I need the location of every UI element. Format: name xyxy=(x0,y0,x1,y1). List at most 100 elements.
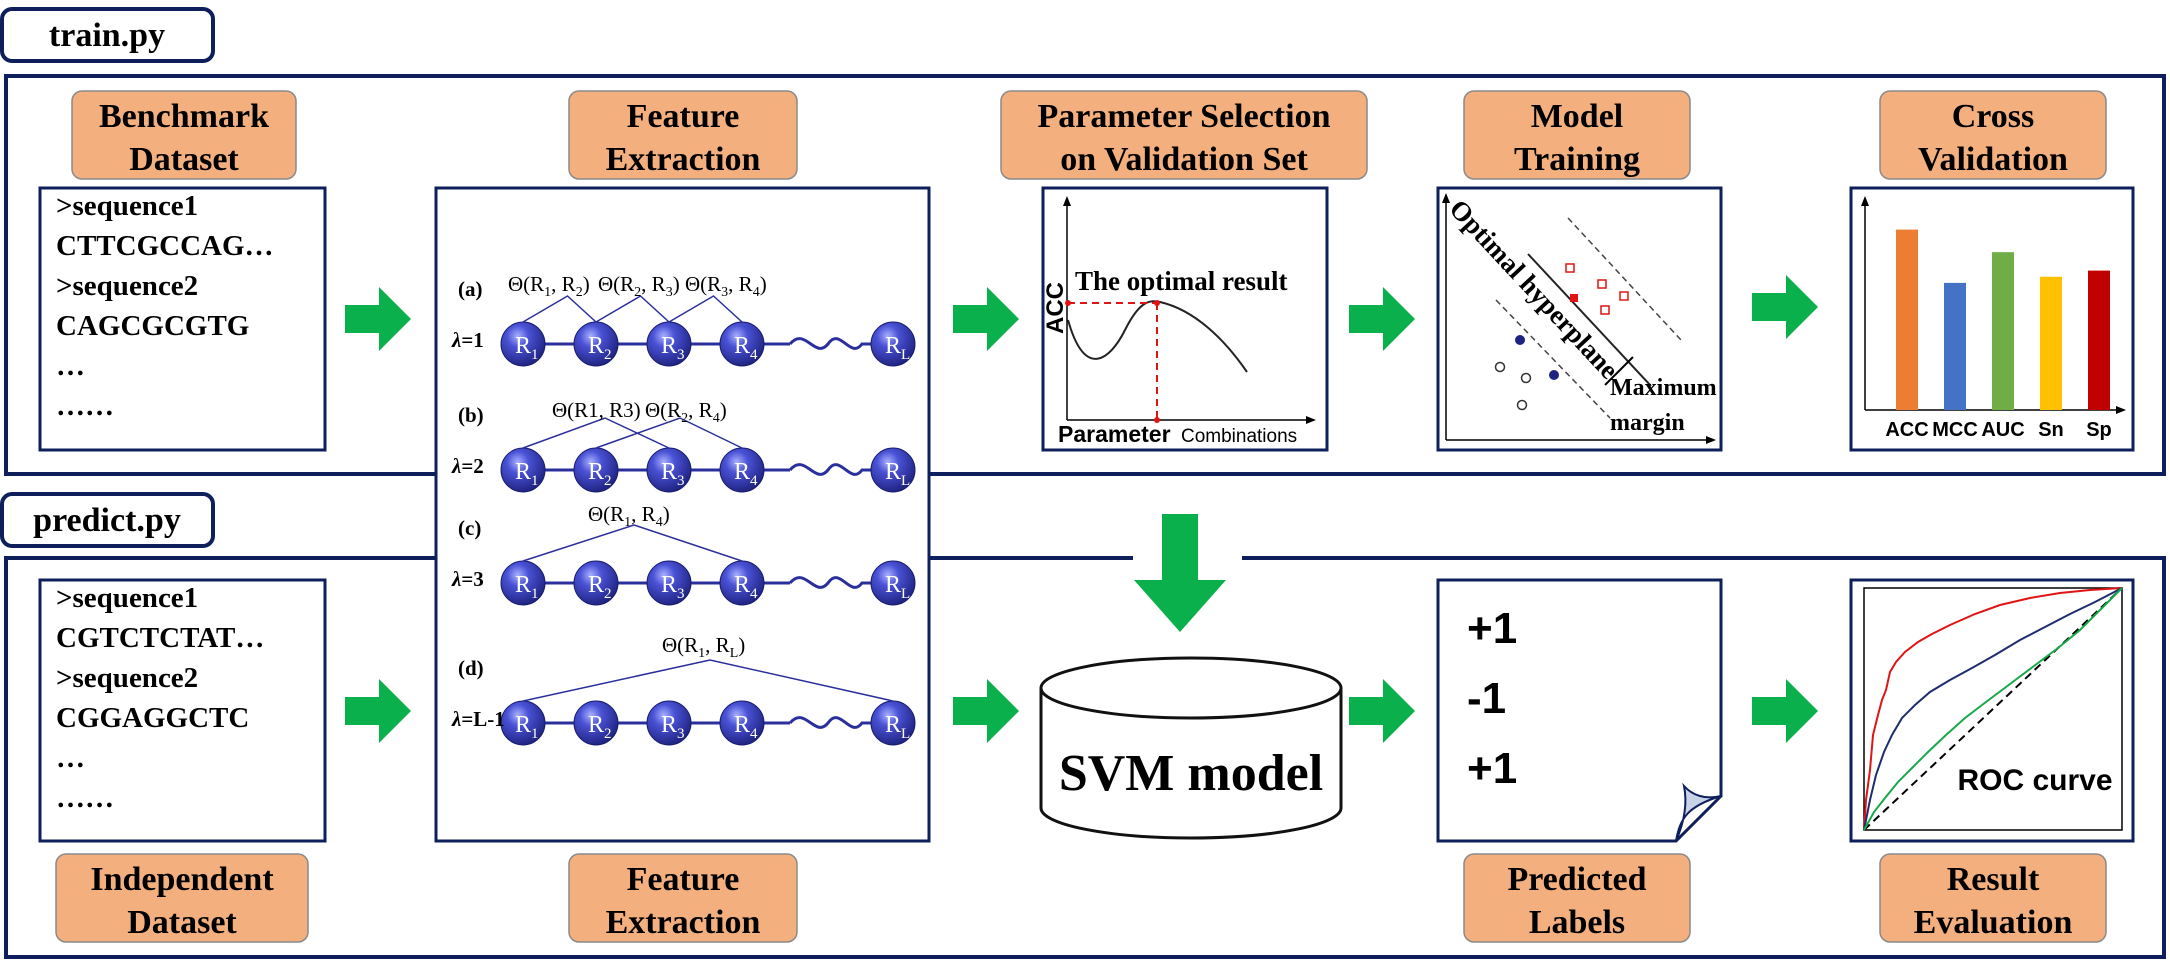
theta-label: Θ(R1, R3) xyxy=(552,398,641,422)
tag-model-training: Model Training xyxy=(1463,90,1691,180)
sequence-line: … xyxy=(56,742,85,774)
residue-label: R1 xyxy=(515,459,539,489)
tag-text: Cross xyxy=(1952,98,2035,135)
sequence-line: CTTCGCCAG… xyxy=(56,230,274,262)
coil-connector xyxy=(788,716,893,729)
predicted-value: +1 xyxy=(1467,604,1517,653)
benchmark-sequence-box: >sequence1CTTCGCCAG…>sequence2CAGCGCGTG…… xyxy=(38,186,327,452)
tag-predicted-labels: Predicted Labels xyxy=(1463,853,1691,943)
coil-connector xyxy=(788,576,893,589)
bar-label-acc: ACC xyxy=(1885,419,1928,441)
tag-result-evaluation: Result Evaluation xyxy=(1879,853,2107,943)
bar-label-sp: Sp xyxy=(2086,419,2112,441)
residue-bead: R3 xyxy=(646,700,692,746)
residue-bead: R1 xyxy=(500,447,546,493)
flow-arrow-right xyxy=(1349,679,1415,743)
tag-text: Dataset xyxy=(129,141,239,178)
row-letter: (a) xyxy=(458,277,483,301)
predicted-labels-note: +1-1+1 xyxy=(1436,578,1723,843)
predicted-values: +1-1+1 xyxy=(1467,604,1517,793)
row-letter: (d) xyxy=(458,656,484,680)
lambda-label: λ=2 xyxy=(451,454,484,478)
residue-label: RL xyxy=(885,333,910,363)
theta-label: Θ(R1, R2) xyxy=(508,272,590,300)
residue-label: RL xyxy=(885,712,910,742)
margin-label-2: margin xyxy=(1610,410,1685,436)
bar-label-auc: AUC xyxy=(1981,419,2024,441)
residue-label: R4 xyxy=(734,712,758,742)
parameter-axis-label: Parameter Combinations xyxy=(1058,421,1297,447)
residue-label: R2 xyxy=(588,712,612,742)
residue-bead: R2 xyxy=(573,321,619,367)
lambda-label: λ=3 xyxy=(451,567,484,591)
tag-cross-validation: Cross Validation xyxy=(1879,90,2107,180)
residue-bead: R2 xyxy=(573,700,619,746)
train-tab-label: train.py xyxy=(49,17,165,54)
roc-curve-label: ROC curve xyxy=(1957,764,2112,797)
flow-arrow-right xyxy=(1349,287,1415,351)
residue-label: R3 xyxy=(661,459,685,489)
residue-bead: R1 xyxy=(500,700,546,746)
independent-sequence-box: >sequence1CGTCTCTAT…>sequence2CGGAGGCTC…… xyxy=(38,578,327,843)
residue-bead: R3 xyxy=(646,560,692,606)
flow-arrow-right xyxy=(953,287,1019,351)
sequence-line: … xyxy=(56,350,85,382)
margin-label-1: Maximum xyxy=(1610,375,1717,401)
residue-bead: R2 xyxy=(573,447,619,493)
train-section-frame xyxy=(4,74,2166,476)
residue-label: R2 xyxy=(588,333,612,363)
predict-tab: predict.py xyxy=(0,492,215,548)
residue-bead: R4 xyxy=(719,321,765,367)
benchmark-sequence-lines: >sequence1CTTCGCCAG…>sequence2CAGCGCGTG…… xyxy=(56,190,274,422)
theta-label: Θ(R3, R4) xyxy=(685,272,767,300)
lambda-label: λ=1 xyxy=(451,328,484,352)
residue-bead: R3 xyxy=(646,447,692,493)
tag-text: Dataset xyxy=(127,904,237,941)
flow-arrow-right xyxy=(1752,679,1818,743)
tag-text: Extraction xyxy=(606,904,761,941)
tag-text: Parameter Selection xyxy=(1038,98,1331,135)
optimal-result-label: The optimal result xyxy=(1075,266,1288,296)
flow-arrow-down xyxy=(1134,514,1226,632)
predict-tab-label: predict.py xyxy=(33,502,181,539)
roc-diagonal xyxy=(1863,587,2123,831)
row-letter: (c) xyxy=(458,516,481,540)
sequence-line: …… xyxy=(56,390,114,422)
svm-model-label: SVM model xyxy=(1059,745,1323,802)
residue-bead: RL xyxy=(870,321,916,367)
roc-curve-green xyxy=(1863,587,2123,831)
bar-sp xyxy=(2088,270,2110,410)
sequence-line: CGTCTCTAT… xyxy=(56,622,264,654)
tag-text: Model xyxy=(1531,98,1624,135)
flow-arrow-right xyxy=(1752,275,1818,339)
sequence-line: >sequence1 xyxy=(56,582,198,614)
theta-label: Θ(R2, R4) xyxy=(645,398,727,426)
residue-label: R2 xyxy=(588,459,612,489)
predicted-value: -1 xyxy=(1467,674,1506,723)
tag-feature-extraction-train: Feature Extraction xyxy=(568,90,798,180)
residue-label: R1 xyxy=(515,333,539,363)
residue-label: R4 xyxy=(734,572,758,602)
residue-label: RL xyxy=(885,459,910,489)
tag-parameter-selection: Parameter Selection on Validation Set xyxy=(1000,90,1368,180)
residue-label: R2 xyxy=(588,572,612,602)
residue-bead: RL xyxy=(870,447,916,493)
tag-text: Labels xyxy=(1529,904,1625,941)
bar-sn xyxy=(2040,276,2062,410)
roc-panel: ROC curve xyxy=(1849,578,2135,843)
tag-text: Feature xyxy=(627,861,740,898)
residue-label: R3 xyxy=(661,333,685,363)
train-tab: train.py xyxy=(0,7,215,63)
cv-bars xyxy=(1896,229,2110,410)
residue-bead: R4 xyxy=(719,560,765,606)
svm-model-cylinder: SVM model xyxy=(1039,656,1343,840)
coil-connector xyxy=(788,337,893,350)
roc-curve-red xyxy=(1863,587,2123,831)
residue-label: R3 xyxy=(661,712,685,742)
flow-arrow-right xyxy=(345,287,411,351)
tag-text: Validation xyxy=(1918,141,2068,178)
